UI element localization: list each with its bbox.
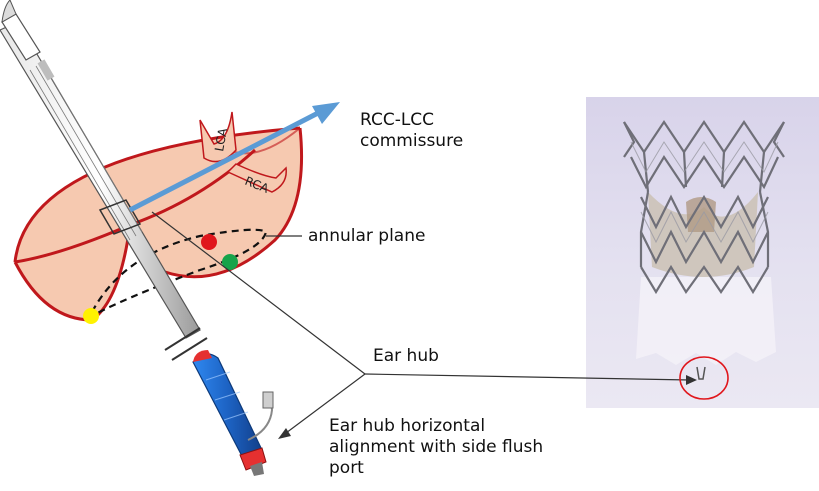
ear-hub-highlight [679, 356, 729, 400]
flush-port-arrowhead [278, 428, 291, 439]
yellow-marker [83, 308, 99, 324]
commissure-label: RCC-LCC commissure [360, 110, 464, 151]
green-marker [222, 254, 238, 270]
valve-photo [586, 97, 819, 408]
ear-hub-label: Ear hub [373, 346, 439, 366]
lca-label: LCA [212, 126, 230, 152]
lca-ostium [199, 111, 237, 163]
delivery-handle [192, 350, 274, 476]
red-marker [201, 234, 217, 250]
delivery-catheter [0, 0, 201, 339]
ear-hub-arrowhead [686, 375, 697, 385]
rca-ostium [226, 163, 287, 193]
annular-plane-label: annular plane [308, 226, 426, 246]
shaft-break-marks [164, 327, 208, 361]
valve-stent-illustration [623, 120, 785, 380]
leader-lines [151, 211, 691, 437]
ear-hub-alignment-label: Ear hub horizontal alignment with side f… [329, 416, 544, 478]
commissure-arrow [128, 102, 340, 213]
